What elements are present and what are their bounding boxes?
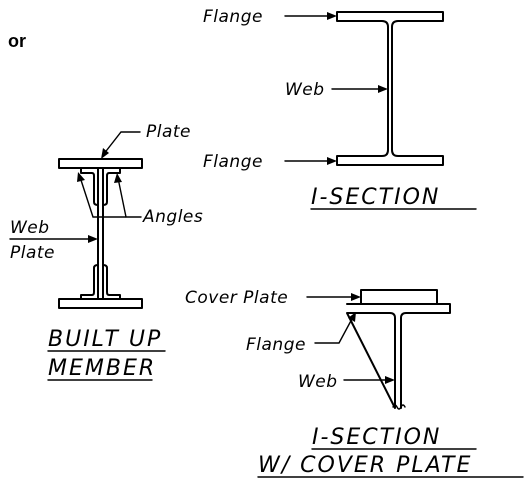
leading-word: or — [8, 31, 26, 51]
arrow-angles-left — [77, 172, 85, 182]
cover-title-line1: I-SECTION — [312, 425, 441, 450]
arrow-plate — [101, 148, 109, 159]
arrow-cover-plate — [351, 293, 361, 301]
arrow-web — [378, 85, 388, 93]
label-bottom-flange: Flange — [203, 152, 263, 172]
label-cover-plate: Cover Plate — [185, 288, 288, 308]
cover-plate-drawing — [346, 289, 451, 410]
label-cover-web: Web — [298, 372, 338, 392]
top-plate — [58, 158, 143, 169]
arrow-cover-web — [385, 376, 395, 384]
label-flange: Flange — [246, 335, 306, 355]
arrow-bottom-flange — [327, 157, 337, 165]
leader-flange — [314, 316, 354, 344]
label-web: Web — [285, 80, 325, 100]
angle-bottom-right — [102, 264, 121, 300]
label-plate: Plate — [146, 122, 191, 142]
cover-title-line2: W/ COVER PLATE — [258, 453, 472, 478]
built-up-title-line2: MEMBER — [48, 356, 156, 381]
angle-bottom-left — [80, 264, 99, 300]
label-angles: Angles — [142, 207, 203, 227]
label-web-plate-line2: Plate — [10, 243, 55, 263]
arrow-top-flange — [327, 12, 337, 20]
i-section-flange-and-web — [346, 303, 451, 409]
leader-plate — [102, 131, 141, 156]
angle-top-right — [102, 167, 121, 206]
label-top-flange: Flange — [203, 7, 263, 27]
built-up-drawing — [58, 158, 143, 309]
i-section-drawing — [336, 11, 444, 166]
label-web-plate-line1: Web — [10, 218, 50, 238]
cover-plate — [360, 289, 438, 305]
angle-top-left — [80, 167, 99, 206]
web-break-mark — [392, 404, 406, 410]
bottom-plate — [58, 298, 143, 309]
leader-angles-right — [117, 177, 127, 218]
built-up-title-line1: BUILT UP — [48, 327, 162, 352]
leader-angles-left — [79, 176, 142, 218]
arrow-angles-right — [114, 173, 122, 183]
arrow-flange — [348, 312, 356, 322]
i-section-outline — [336, 11, 444, 166]
arrow-web-plate — [88, 235, 98, 243]
i-section-title: I-SECTION — [311, 185, 440, 210]
